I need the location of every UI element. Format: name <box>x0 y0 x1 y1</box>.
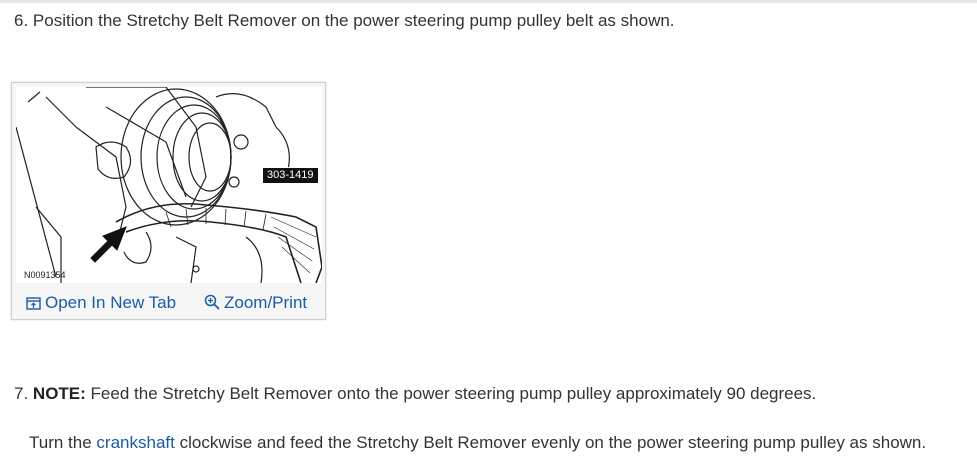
note-text: Feed the Stretchy Belt Remover onto the … <box>90 384 817 403</box>
zoom-print-label: Zoom/Print <box>224 293 308 312</box>
open-new-tab-icon <box>26 297 41 310</box>
belt-remover-illustration: 303-1419 N0091354 <box>15 86 323 284</box>
illustration-drawing <box>15 86 323 284</box>
open-in-new-tab-link[interactable]: Open In New Tab <box>26 293 176 313</box>
tool-callout-label: 303-1419 <box>262 167 319 184</box>
step-7-number: 7. <box>14 384 29 403</box>
figure-card: 303-1419 N0091354 Open In New Tab Zoom/P… <box>11 82 326 320</box>
step-7-note: 7. NOTE: Feed the Stretchy Belt Remover … <box>14 383 816 405</box>
step-6-text: 6. Position the Stretchy Belt Remover on… <box>14 11 675 30</box>
figure-actions: Open In New Tab Zoom/Print <box>12 287 325 317</box>
instruction-suffix: clockwise and feed the Stretchy Belt Rem… <box>179 433 927 452</box>
note-label: NOTE: <box>32 384 86 403</box>
instruction-prefix: Turn the <box>29 433 92 452</box>
zoom-print-link[interactable]: Zoom/Print <box>204 293 307 313</box>
figure-code: N0091354 <box>24 270 66 280</box>
zoom-icon <box>204 294 220 310</box>
open-in-new-tab-label: Open In New Tab <box>45 293 177 312</box>
crankshaft-link[interactable]: crankshaft <box>96 433 175 452</box>
step-7-instruction: Turn the crankshaft clockwise and feed t… <box>29 432 926 454</box>
top-divider <box>0 0 977 3</box>
